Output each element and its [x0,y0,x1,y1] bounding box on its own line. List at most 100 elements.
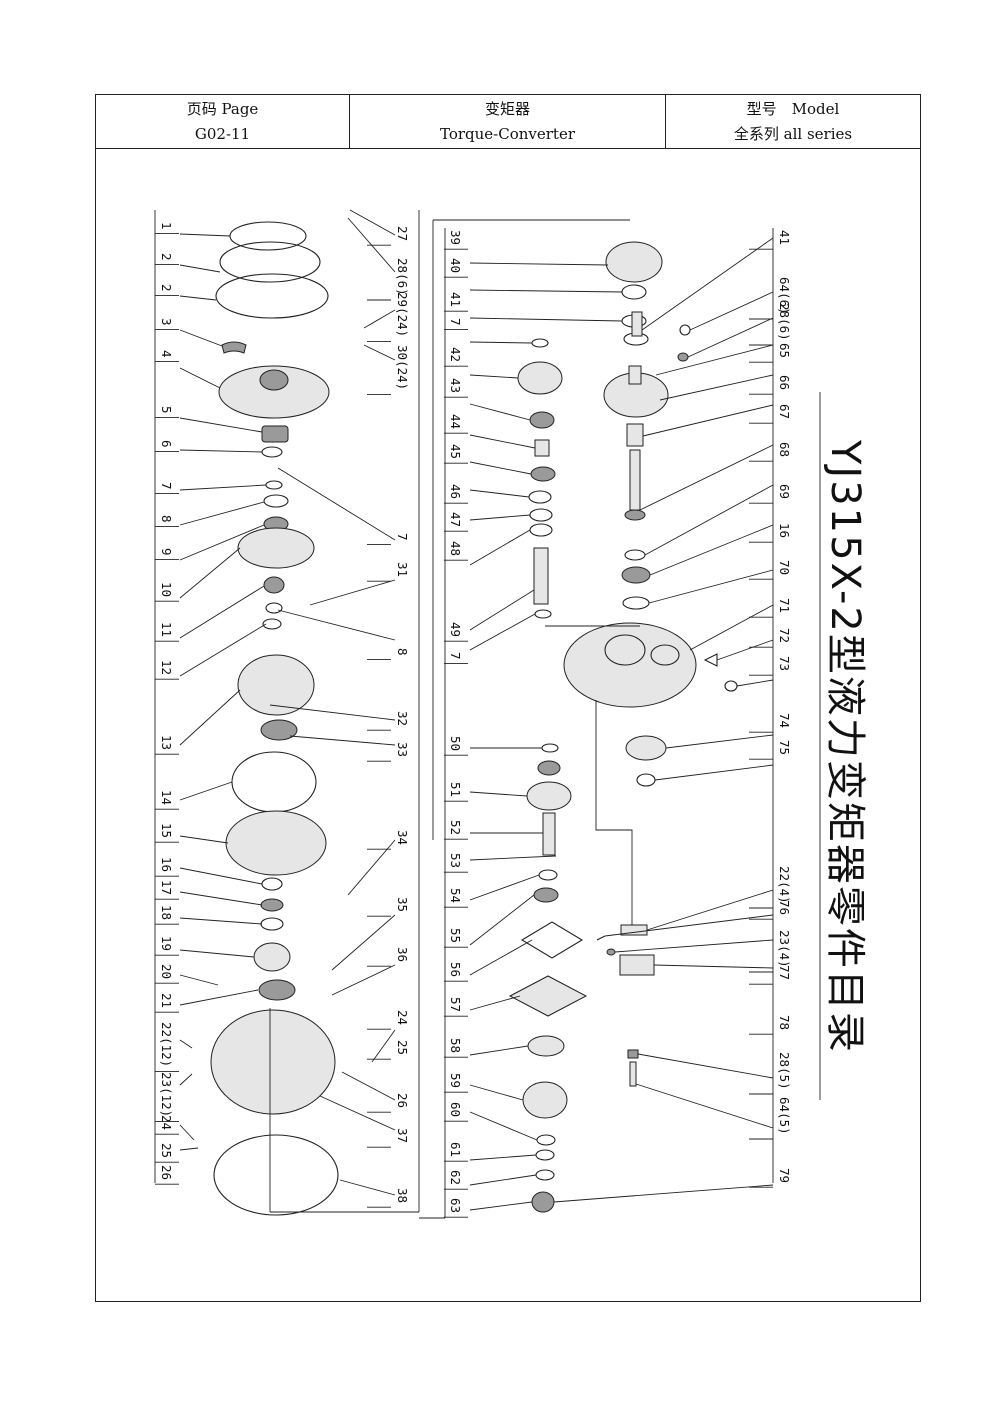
part-number-label: 17 [159,880,174,895]
part-number-label: 28(5) [777,1052,792,1090]
left-part-labels: 122345678910111213141516171819202122(12)… [155,222,179,1185]
part-number-label: 7 [448,318,463,326]
part-number-label: 49 [448,622,463,637]
part-number-label: 7 [448,652,463,660]
part-number-label: 35 [395,897,410,912]
part-number-label: 21 [159,993,174,1008]
part-number-label: 39 [448,230,463,245]
part-number-label: 28(6) [777,303,792,341]
parts-right-column [545,311,738,1087]
part-number-label: 1 [159,222,174,230]
part-number-label: 48 [448,541,463,556]
part-number-label: 40 [448,258,463,273]
part-number-label: 30(24) [395,345,410,390]
part-number-label: 25 [395,1040,410,1055]
part-number-label: 53 [448,853,463,868]
part-number-label: 26 [395,1093,410,1108]
part-number-label: 54 [448,888,463,903]
part-number-label: 16 [777,523,792,538]
part-number-label: 64(5) [777,1097,792,1135]
part-number-label: 78 [777,1015,792,1030]
part-number-label: 73 [777,656,792,671]
part-number-label: 75 [777,740,792,755]
part-number-label: 20 [159,964,174,979]
part-number-label: 4 [159,350,174,358]
part-number-label: 36 [395,947,410,962]
part-number-label: 9 [159,548,174,556]
part-number-label: 19 [159,936,174,951]
part-number-label: 59 [448,1073,463,1088]
part-number-label: 34 [395,830,410,845]
part-number-label: 69 [777,484,792,499]
part-number-label: 61 [448,1142,463,1157]
part-number-label: 62 [448,1170,463,1185]
part-number-label: 32 [395,711,410,726]
part-number-label: 7 [159,482,174,490]
part-title-en: Torque-Converter [439,124,575,143]
model-label: 型号 Model [746,99,840,118]
part-number-label: 7 [395,533,410,541]
page-cell: 页码 Page G02-11 [96,95,350,148]
part-number-label: 60 [448,1102,463,1117]
part-number-label: 71 [777,598,792,613]
part-number-label: 66 [777,375,792,390]
part-number-label: 65 [777,343,792,358]
part-number-label: 10 [159,582,174,597]
part-number-label: 33 [395,742,410,757]
part-number-label: 23(12) [159,1072,174,1117]
column-brackets [154,210,821,1219]
column3-part-labels: 3940417424344454647484975051525354555657… [444,230,468,1218]
page-label: 页码 Page [186,99,259,118]
part-number-label: 79 [777,1168,792,1183]
part-number-label: 52 [448,820,463,835]
part-number-label: 57 [448,997,463,1012]
part-number-label: 24 [159,1115,174,1130]
part-number-label: 8 [395,648,410,656]
part-number-label: 29(24) [395,292,410,337]
part-cell: 变矩器 Torque-Converter [350,95,666,148]
part-number-label: 24 [395,1010,410,1025]
header-table: 页码 Page G02-11 变矩器 Torque-Converter 型号 M… [96,95,920,149]
part-number-label: 56 [448,962,463,977]
part-number-label: 44 [448,414,463,429]
part-number-label: 43 [448,378,463,393]
part-number-label: 41 [777,230,792,245]
part-number-label: 2 [159,284,174,292]
leader-lines [179,209,774,1211]
part-number-label: 16 [159,857,174,872]
part-number-label: 50 [448,736,463,751]
part-number-label: 77 [777,965,792,980]
part-number-label: 18 [159,905,174,920]
part-number-label: 5 [159,406,174,414]
part-number-label: 46 [448,484,463,499]
part-number-label: 11 [159,622,174,637]
part-number-label: 22(4) [777,866,792,904]
part-number-label: 70 [777,560,792,575]
page-number: G02-11 [194,124,251,143]
page-frame: 页码 Page G02-11 变矩器 Torque-Converter 型号 M… [95,94,921,1302]
part-number-label: 74 [777,713,792,728]
part-number-label: 31 [395,562,410,577]
model-value: 全系列 all series [733,124,853,143]
model-cell: 型号 Model 全系列 all series [666,95,920,148]
part-number-label: 38 [395,1188,410,1203]
part-number-label: 27 [395,226,410,241]
part-number-label: 64(6) [777,277,792,315]
part-number-label: 25 [159,1143,174,1158]
part-number-label: 12 [159,660,174,675]
part-number-label: 13 [159,735,174,750]
part-number-label: 67 [777,404,792,419]
part-number-label: 58 [448,1038,463,1053]
right-part-labels: 4164(6)28(6)65666768691670717273747522(4… [749,230,792,1188]
part-number-label: 14 [159,790,174,805]
part-number-label: 42 [448,347,463,362]
part-number-label: 28(6) [395,258,410,296]
part-number-label: 51 [448,782,463,797]
diagram-title: YJ315X-2型液力变矩器零件目录 [822,439,868,1054]
part-number-label: 6 [159,440,174,448]
part-number-label: 2 [159,253,174,261]
part-number-label: 68 [777,442,792,457]
part-number-label: 15 [159,823,174,838]
part-number-label: 26 [159,1165,174,1180]
